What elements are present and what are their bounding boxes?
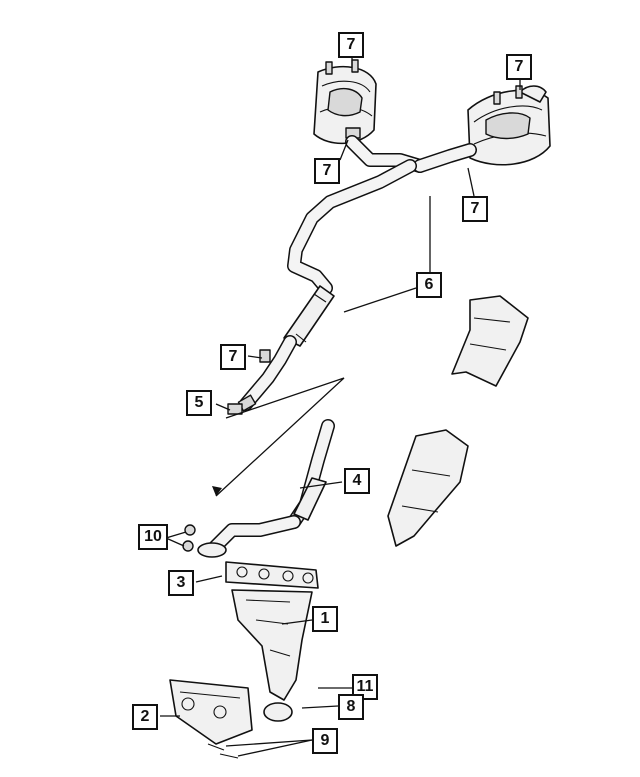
callout-4: 4 [344,468,370,494]
callout-9: 9 [312,728,338,754]
callout-8: 8 [338,694,364,720]
callout-6: 6 [416,272,442,298]
heat-shield-upper [451,295,529,387]
heat-shield-lower [387,429,469,547]
exhaust-manifold-gasket [225,561,319,589]
exhaust-manifold-left [169,679,253,745]
leader-lines [160,58,521,757]
callout-7-left-muffler-bottom: 7 [314,158,340,184]
nuts [182,524,196,552]
bolts [207,743,239,759]
callout-1: 1 [312,606,338,632]
front-pipe-catalytic-converter [197,419,335,558]
callout-10: 10 [138,524,168,550]
exhaust-manifold-right [231,589,313,722]
callout-7-right-muffler-top: 7 [506,54,532,80]
intermediate-pipe [237,135,477,412]
callout-2: 2 [132,704,158,730]
left-rear-muffler [313,65,377,145]
callout-3: 3 [168,570,194,596]
callout-7-pipe-hanger: 7 [220,344,246,370]
callout-7-left-muffler-top: 7 [338,32,364,58]
callout-7-right-muffler-bottom: 7 [462,196,488,222]
callout-5: 5 [186,390,212,416]
right-muffler-hanger-isolators [493,85,523,105]
clamp [227,403,243,415]
pipe-hanger-isolator [259,349,271,363]
right-rear-muffler [467,85,551,166]
reference-outline [212,377,345,497]
